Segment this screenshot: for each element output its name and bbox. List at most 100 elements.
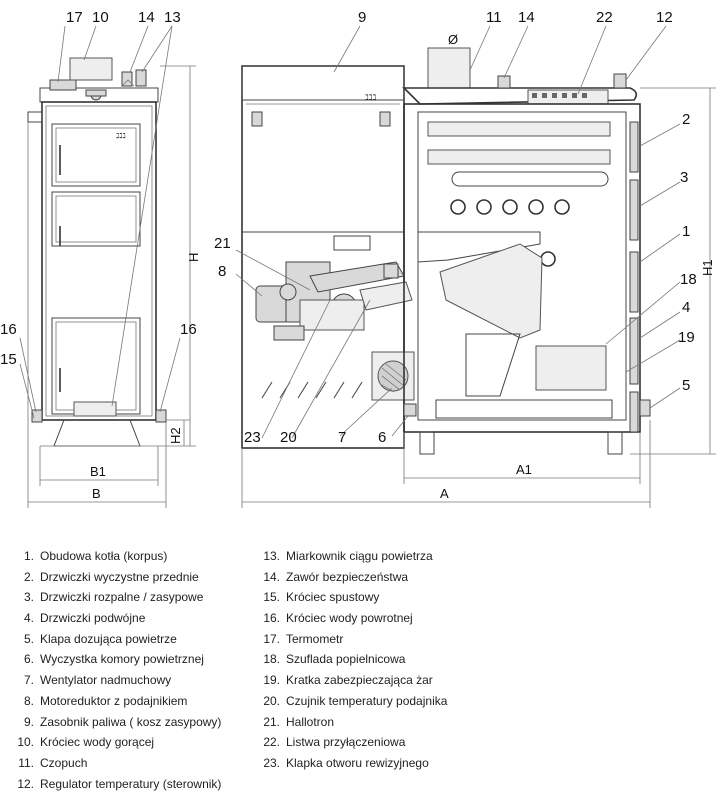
svg-text:ℷℷℷ: ℷℷℷ xyxy=(365,93,376,102)
legend-item-text: Czujnik temperatury podajnika xyxy=(286,693,448,708)
legend-item-text: Wentylator nadmuchowy xyxy=(40,673,172,688)
legend-left-list: 1. Obudowa kotła (korpus) 2. Drzwiczki wycz… xyxy=(0,546,221,794)
callout-22: 22 xyxy=(596,9,613,26)
legend-item: 15. Króciec spustowy xyxy=(246,587,447,608)
callout-16-left: 16 xyxy=(0,321,17,338)
motor-feeder-assembly xyxy=(255,261,413,341)
legend-item-number: 22. xyxy=(263,735,280,750)
legend-item: 20.Czujnik temperatury podajnika xyxy=(246,691,447,712)
dim-label-b: B xyxy=(92,486,101,501)
dim-label-a1: A1 xyxy=(516,462,532,477)
legend-right-list: 13. Miarkownik ciągu powietrza 14. Zawór be… xyxy=(246,546,447,774)
legend-item-number: 2. xyxy=(23,569,34,584)
callout-19: 19 xyxy=(678,329,695,346)
legend-right-column: 13. Miarkownik ciągu powietrza 14. Zawór be… xyxy=(246,546,447,774)
legend-item-number: 8. xyxy=(23,693,34,708)
legend-item-number: 13. xyxy=(263,549,280,563)
callout-18: 18 xyxy=(680,271,697,288)
callout-2: 2 xyxy=(682,111,690,128)
hot-water-outlet-shape xyxy=(69,57,113,81)
legend-item-number: 6. xyxy=(23,652,34,667)
legend-item: 12.Regulator temperatury (sterownik) xyxy=(0,774,221,795)
callout-1: 1 xyxy=(682,223,690,240)
callout-13: 13 xyxy=(164,9,181,26)
legend-item: 9. Zasobnik paliwa ( kosz zasypowy) xyxy=(0,712,221,733)
callout-15: 15 xyxy=(0,351,17,368)
legend-item: 17. Termometr xyxy=(246,629,447,650)
legend-item: 8. Motoreduktor z podajnikiem xyxy=(0,691,221,712)
dim-label-h2: H2 xyxy=(168,427,183,444)
legend-item-number: 17. xyxy=(263,631,280,646)
legend-item-text: Drzwiczki rozpalne / zasypowe xyxy=(40,590,204,605)
legend-item-text: Hallotron xyxy=(286,714,335,729)
legend-item: 13. Miarkownik ciągu powietrza xyxy=(246,546,447,567)
hopper-side-view: ℷℷℷ xyxy=(241,65,415,449)
legend-item-number: 14. xyxy=(263,569,280,584)
legend-item: 7.Wentylator nadmuchowy xyxy=(0,670,221,691)
legend-item-text: Króciec wody gorącej xyxy=(40,735,155,750)
legend-item: 19.Kratka zabezpieczająca żar xyxy=(246,670,447,691)
legend-item-text: Zasobnik paliwa ( kosz zasypowy) xyxy=(40,714,222,729)
leader-lines xyxy=(19,25,681,439)
dimension-labels: H H2 H1 B1 B A1 A Ø xyxy=(90,32,715,501)
dim-label-b1: B1 xyxy=(90,464,106,479)
legend-item-text: Miarkownik ciągu powietrza xyxy=(286,549,433,563)
callout-20: 20 xyxy=(280,429,297,446)
callout-14-section: 14 xyxy=(518,9,535,26)
callout-9: 9 xyxy=(358,9,366,26)
legend-item-text: Wyczystka komory powietrznej xyxy=(40,652,204,667)
legend-item-text: Drzwiczki wyczystne przednie xyxy=(40,569,199,584)
legend-item-text: Kratka zabezpieczająca żar xyxy=(286,673,433,688)
front-view: ℷℷℷ xyxy=(27,57,167,447)
legend-item-text: Zawór bezpieczeństwa xyxy=(286,569,409,584)
callout-4: 4 xyxy=(682,299,690,316)
legend-item-text: Czopuch xyxy=(40,755,88,770)
legend-item-text: Króciec spustowy xyxy=(286,590,380,605)
legend-item-number: 9. xyxy=(23,714,34,729)
legend-item-text: Króciec wody powrotnej xyxy=(286,611,413,626)
callout-6: 6 xyxy=(378,429,386,446)
legend-item-number: 10. xyxy=(17,735,34,750)
callout-14-front: 14 xyxy=(138,9,155,26)
ash-drawer-shape xyxy=(535,345,607,391)
callout-8: 8 xyxy=(218,263,226,280)
legend-item-text: Obudowa kotła (korpus) xyxy=(40,549,168,563)
legend-item-number: 4. xyxy=(23,611,34,626)
legend-item-text: Termometr xyxy=(286,631,344,646)
boiler-technical-drawing: ℷℷℷ xyxy=(0,9,716,508)
legend-item-number: 3. xyxy=(23,590,34,605)
legend-item-number: 15. xyxy=(263,590,280,605)
legend-item: 6. Wyczystka komory powietrznej xyxy=(0,649,221,670)
legend-item: 3. Drzwiczki rozpalne / zasypowe xyxy=(0,587,221,608)
callout-21: 21 xyxy=(214,235,231,252)
callout-5: 5 xyxy=(682,377,690,394)
legend-item: 2. Drzwiczki wyczystne przednie xyxy=(0,567,221,588)
dim-label-diameter: Ø xyxy=(448,32,458,47)
legend-item-number: 18. xyxy=(263,652,280,667)
section-dimensions xyxy=(241,87,716,508)
thermometer-shape xyxy=(49,79,77,91)
dim-label-a: A xyxy=(440,486,449,501)
legend-item: 11. Czopuch xyxy=(0,753,221,774)
callout-labels: 17 10 14 13 9 11 14 22 12 2 3 1 18 4 19 … xyxy=(0,9,697,446)
dim-label-h: H xyxy=(186,253,201,262)
legend-item-text: Motoreduktor z podajnikiem xyxy=(40,693,188,708)
legend-item-number: 21. xyxy=(263,714,280,729)
callout-17: 17 xyxy=(66,9,83,26)
legend-item-number: 11. xyxy=(18,755,34,770)
front-dimensions xyxy=(27,65,196,508)
legend-item: 21. Hallotron xyxy=(246,712,447,733)
legend-item-number: 5. xyxy=(23,631,34,646)
legend-item: 18.Szuflada popielnicowa xyxy=(246,649,447,670)
callout-3: 3 xyxy=(680,169,688,186)
legend-item: 14. Zawór bezpieczeństwa xyxy=(246,567,447,588)
legend-item: 1. Obudowa kotła (korpus) xyxy=(0,546,221,567)
legend-left-column: 1. Obudowa kotła (korpus) 2. Drzwiczki wycz… xyxy=(0,546,221,794)
legend-item-number: 1. xyxy=(23,549,34,563)
legend-item-text: Regulator temperatury (sterownik) xyxy=(40,776,222,791)
vent-slots xyxy=(261,381,363,399)
legend-item-text: Klapa dozująca powietrze xyxy=(40,631,177,646)
legend-item-text: Drzwiczki podwójne xyxy=(40,611,146,626)
legend-item-number: 16. xyxy=(263,611,280,626)
svg-text:ℷℷℷ: ℷℷℷ xyxy=(116,132,126,140)
